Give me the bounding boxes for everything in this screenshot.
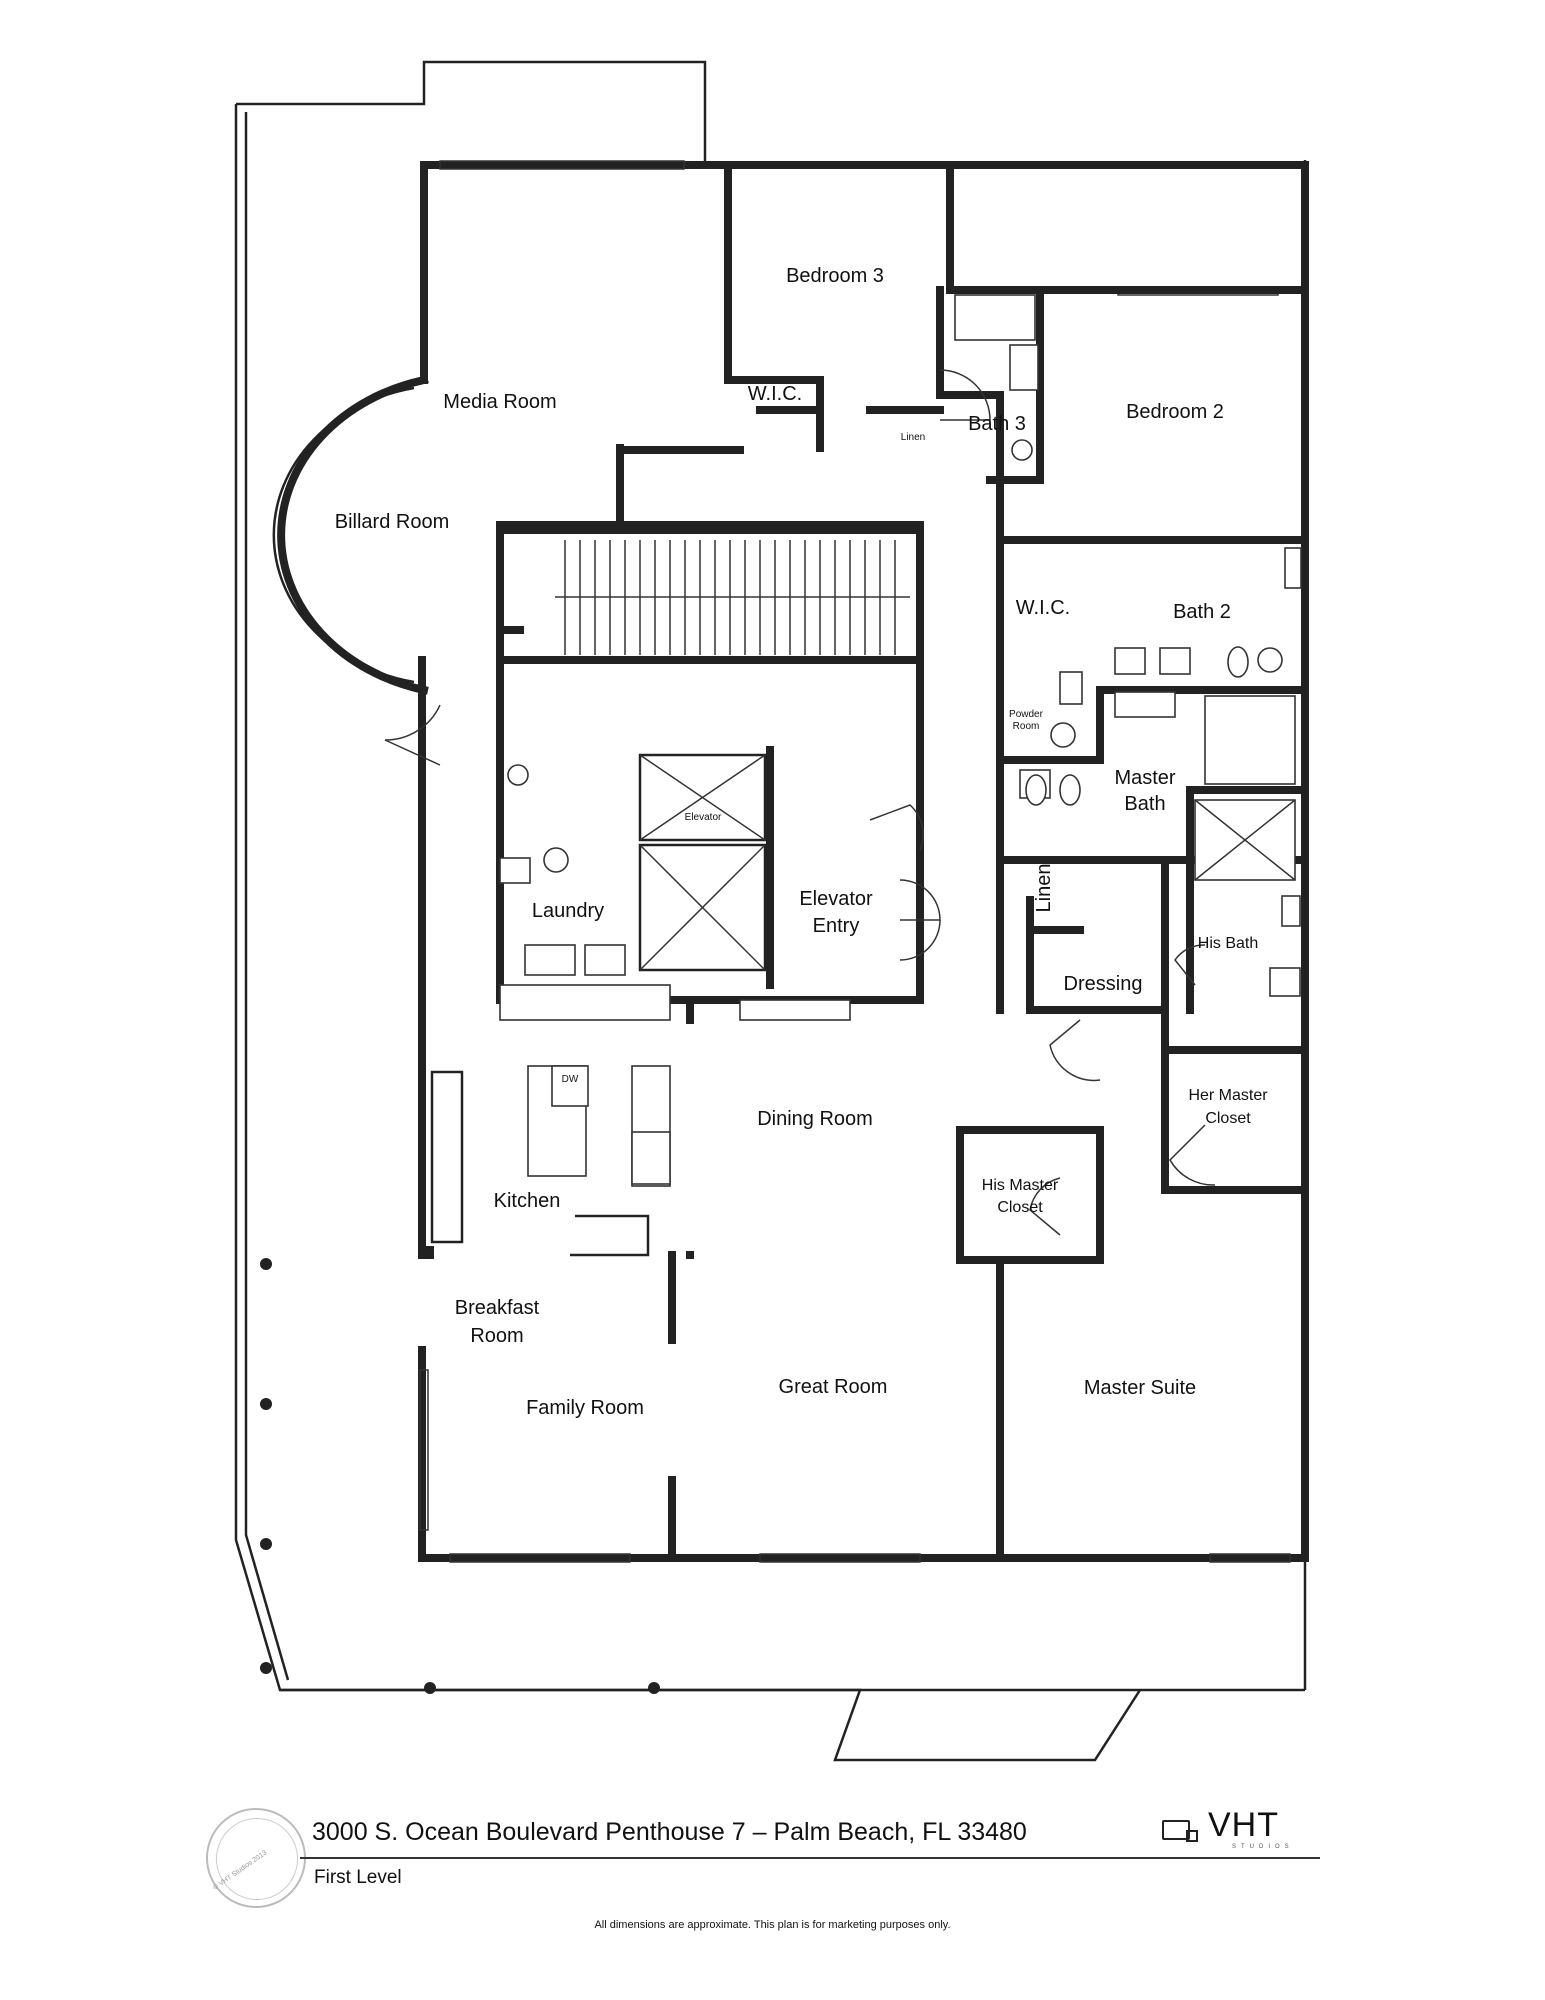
media-room-label: Media Room [443, 391, 556, 413]
his-master-closet-label-2: Closet [997, 1199, 1043, 1216]
linen-2-label: Linen [1033, 864, 1055, 913]
breakfast-room-label-2: Room [470, 1325, 523, 1347]
vht-logo: VHT [1162, 1806, 1279, 1844]
vht-brand-sub: STUDIOS [1232, 1844, 1294, 1850]
dressing-label: Dressing [1064, 973, 1143, 995]
linen-1-label: Linen [901, 432, 925, 443]
title-rule [300, 1857, 1320, 1859]
vht-brand-name: VHT [1208, 1806, 1279, 1844]
dw-label: DW [562, 1074, 579, 1085]
family-room-label: Family Room [526, 1397, 644, 1419]
elevator-entry-label-2: Entry [813, 915, 860, 937]
terrace-posts [260, 1258, 660, 1694]
her-master-closet-label-1: Her Master [1188, 1087, 1268, 1104]
laundry-label: Laundry [532, 900, 604, 922]
room-labels: Media Room Billard Room Bedroom 3 W.I.C.… [335, 265, 1268, 1419]
property-address: 3000 S. Ocean Boulevard Penthouse 7 – Pa… [312, 1818, 1027, 1846]
kitchen-label: Kitchen [494, 1190, 561, 1212]
master-bath-label-1: Master [1114, 767, 1175, 789]
level-label: First Level [314, 1867, 402, 1888]
exterior-walls [272, 161, 1309, 1562]
his-master-closet-label-1: His Master [982, 1177, 1059, 1194]
her-master-closet-label-2: Closet [1205, 1110, 1251, 1127]
bath-3-label: Bath 3 [968, 413, 1026, 435]
wic-1-label: W.I.C. [748, 383, 802, 405]
powder-room-label-2: Room [1013, 721, 1040, 732]
his-bath-label: His Bath [1198, 935, 1258, 952]
billard-room-label: Billard Room [335, 511, 449, 533]
stair-core [496, 526, 924, 989]
vht-logo-icon [1162, 1820, 1198, 1842]
disclaimer: All dimensions are approximate. This pla… [594, 1919, 951, 1931]
elevator-entry-label-1: Elevator [799, 888, 873, 910]
powder-room-label-1: Powder [1009, 709, 1044, 720]
breakfast-room-label-1: Breakfast [455, 1297, 540, 1319]
master-suite-label: Master Suite [1084, 1377, 1196, 1399]
bedroom-2-label: Bedroom 2 [1126, 401, 1224, 423]
dining-room-label: Dining Room [757, 1108, 873, 1130]
stair-treads [555, 540, 910, 655]
bath-2-label: Bath 2 [1173, 601, 1231, 623]
master-bath-label-2: Bath [1124, 793, 1165, 815]
wic-2-label: W.I.C. [1016, 597, 1070, 619]
elevator-label: Elevator [685, 812, 722, 823]
fixtures [430, 294, 1302, 1257]
doors [384, 369, 1216, 1236]
bedroom-3-label: Bedroom 3 [786, 265, 884, 287]
great-room-label: Great Room [779, 1376, 888, 1398]
